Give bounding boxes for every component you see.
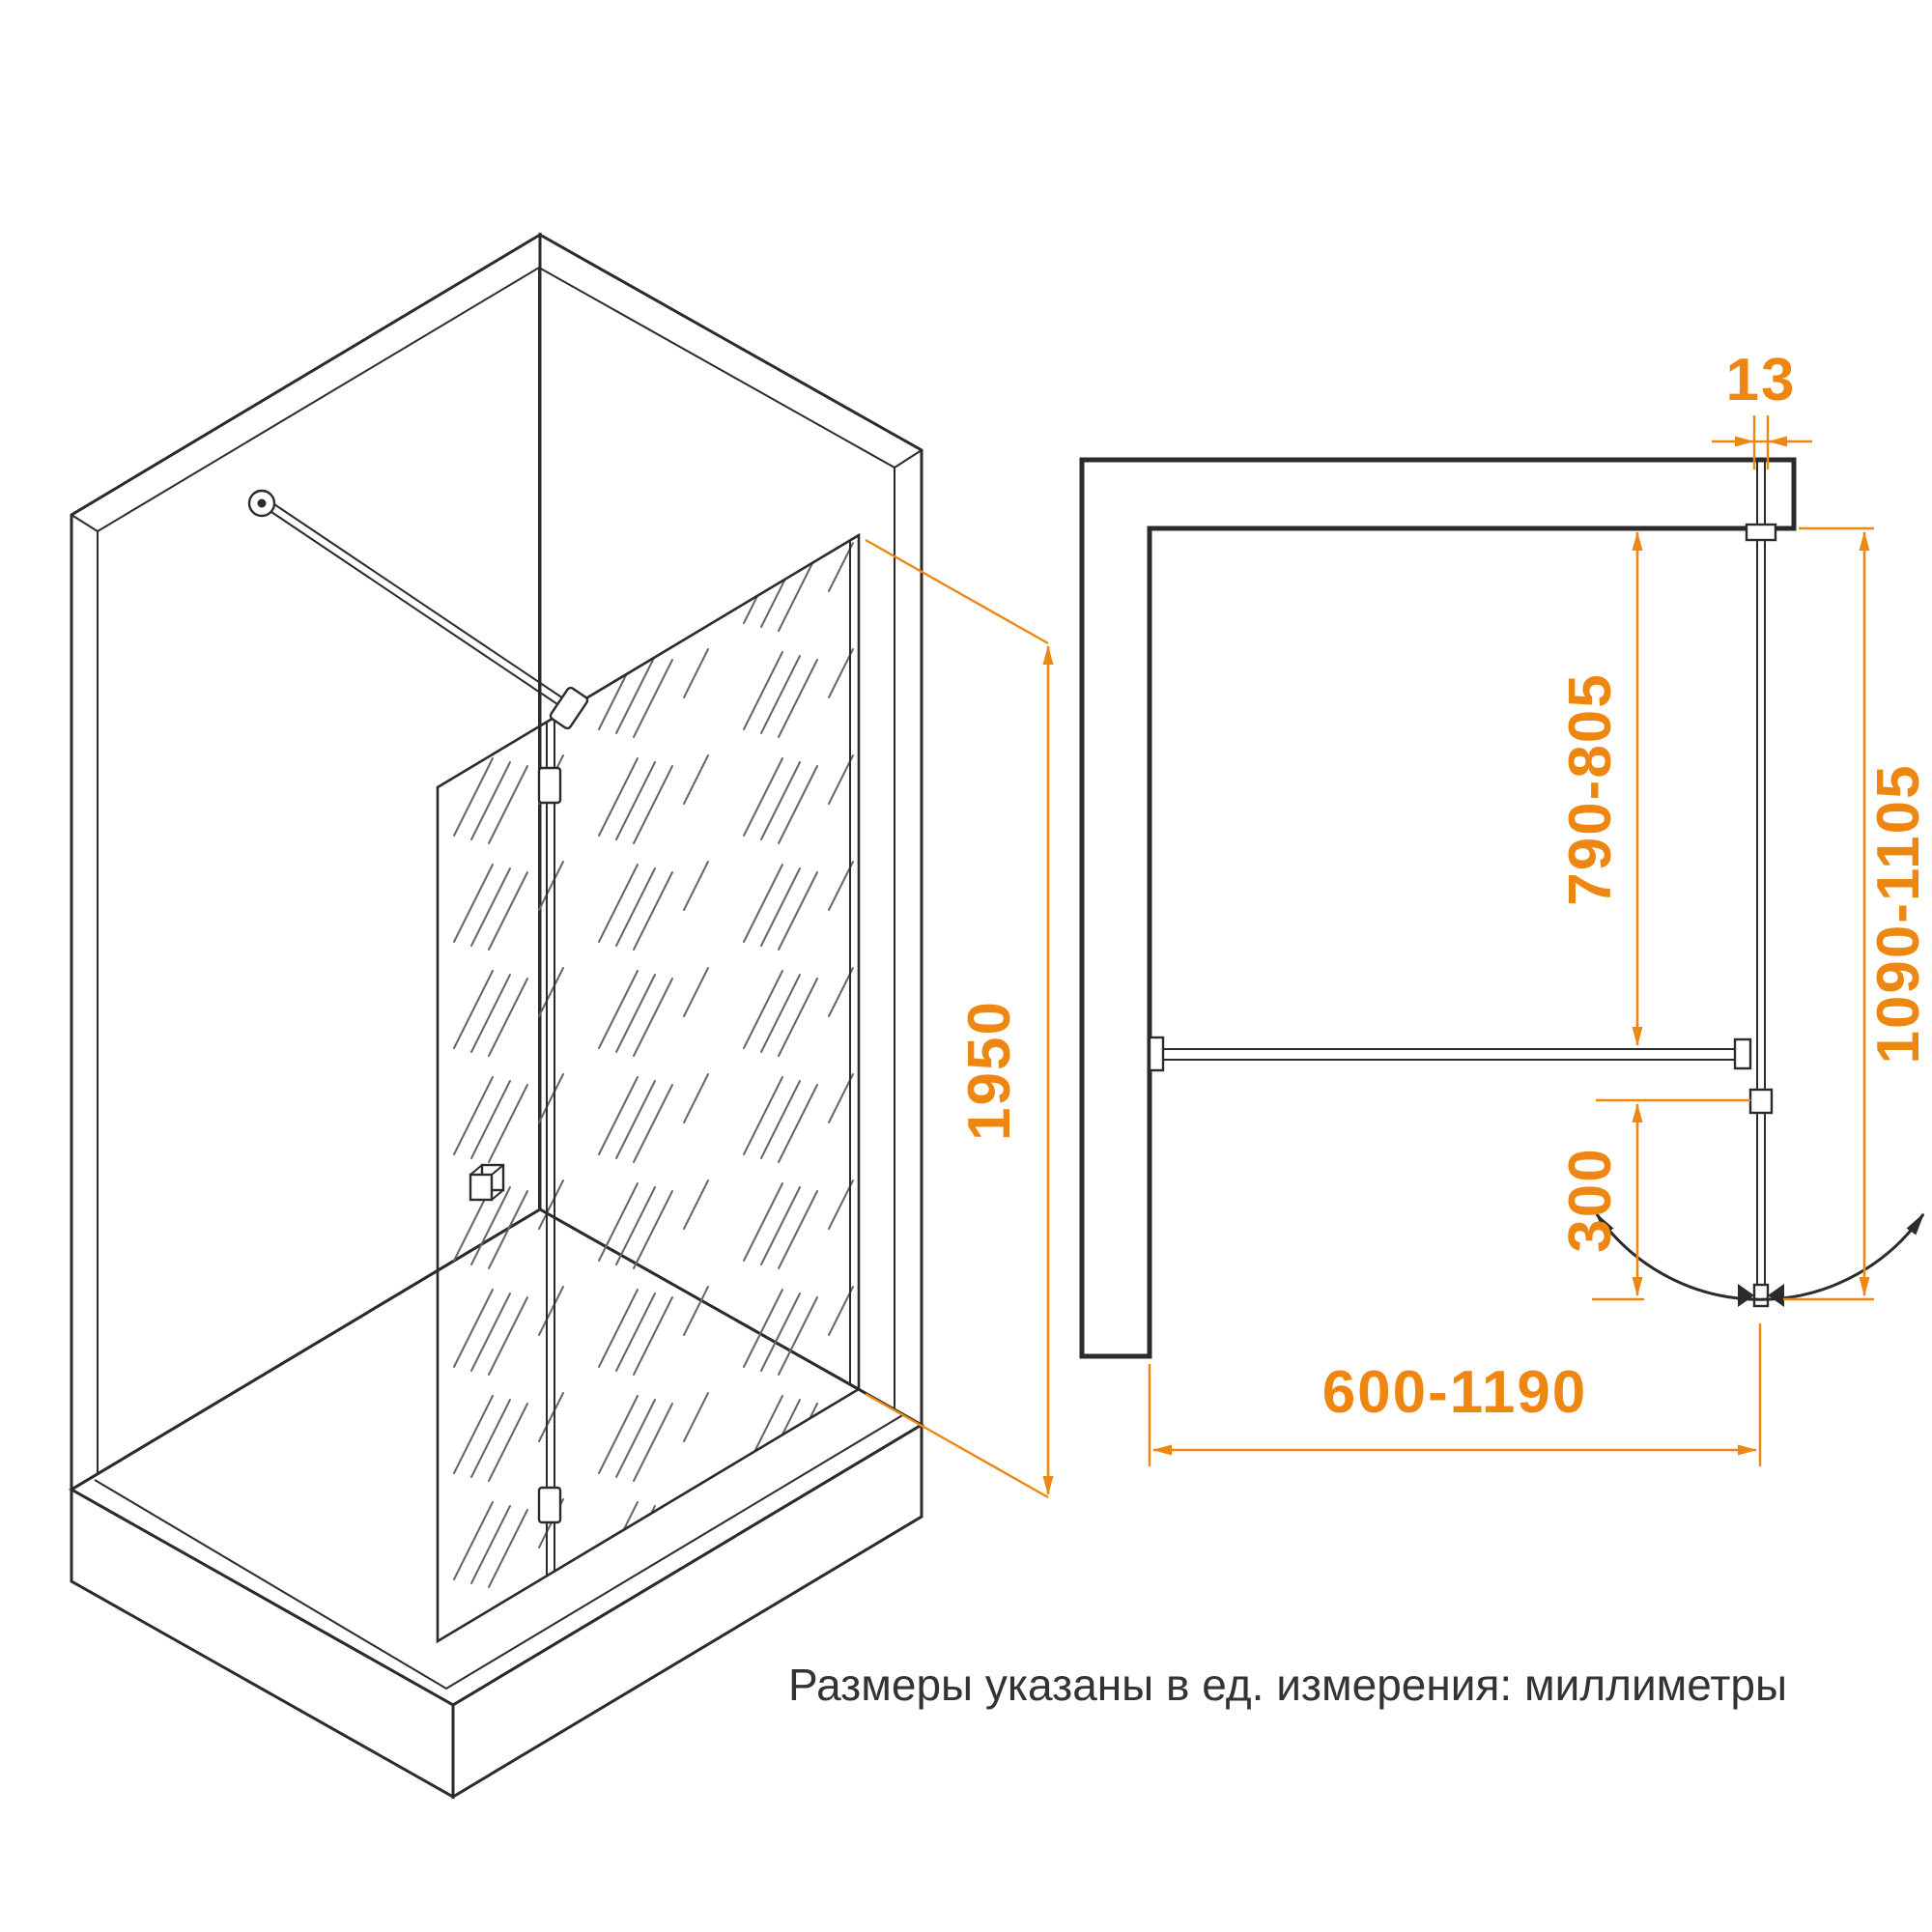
dim-height-label: 1950 [956,1000,1023,1141]
support-bar [247,489,589,730]
dim-wall-to-bar-label: 790-805 [1557,672,1624,906]
plan-view: 13 790-805 300 1090-1105 600-1190 [1079,347,1932,1466]
plan-door-pivot [1738,1283,1784,1308]
dim-wall-to-bar: 790-805 [1557,531,1643,1046]
plan-bar-wall-mount [1148,1036,1165,1072]
dim-overall-depth: 1090-1105 [1783,526,1932,1301]
plan-door-hinge [1748,1088,1774,1115]
dim-width-range-label: 600-1190 [1322,1359,1588,1426]
dim-height: 1950 [865,538,1054,1499]
door-handle [469,1163,505,1202]
units-note: Размеры указаны в ед. измерения: миллиме… [788,1660,1787,1710]
dim-door-width-label: 300 [1557,1147,1624,1252]
door-hinge-line [537,718,562,1576]
dim-width-range: 600-1190 [1148,1323,1762,1466]
support-bar-clamp [549,686,589,730]
plan-walls [1079,457,1797,1359]
plan-bar-glass-fitting [1733,1037,1752,1070]
dim-door-width: 300 [1557,1098,1750,1301]
plan-support-bar [1148,1036,1752,1072]
isometric-view: 1950 [69,232,1054,1800]
dim-glass-thickness: 13 [1712,347,1812,469]
dim-overall-depth-label: 1090-1105 [1865,763,1932,1064]
dim-glass-thickness-label: 13 [1726,347,1797,413]
